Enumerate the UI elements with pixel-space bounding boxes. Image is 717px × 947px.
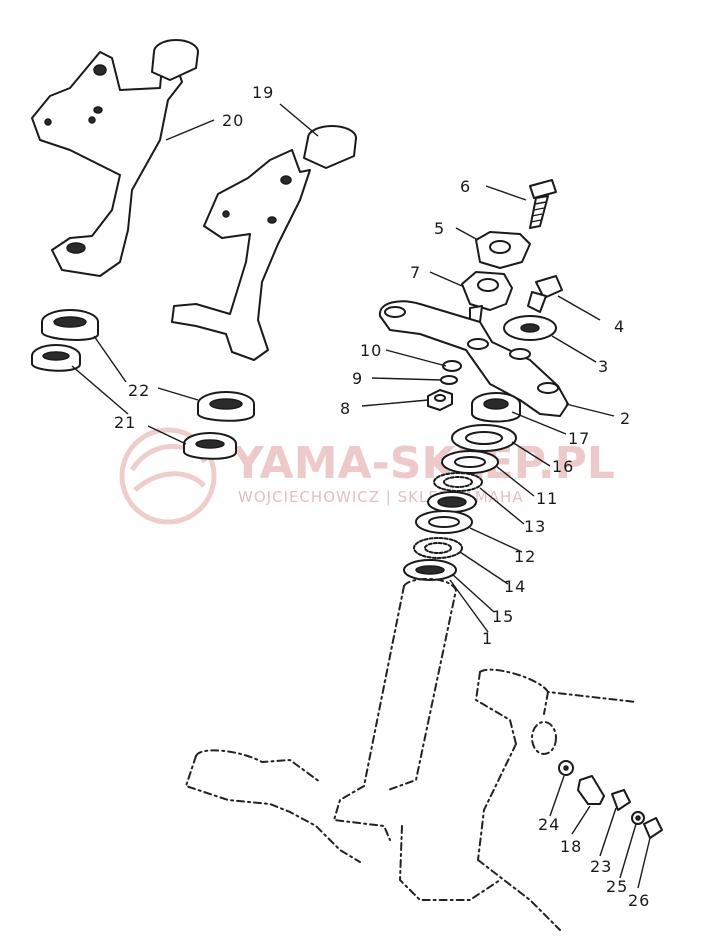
watermark-subtitle: WOJCIECHOWICZ | SKLEP YAMAHA (238, 488, 524, 506)
part-12-race (415, 510, 473, 534)
callout-13: 13 (524, 517, 546, 536)
part-19-handlebar-holder (171, 125, 357, 361)
callout-14: 14 (504, 577, 526, 596)
callout-19: 19 (252, 83, 274, 102)
part-11-race (441, 450, 499, 474)
part-16-cover (451, 424, 517, 452)
callout-9: 9 (352, 369, 363, 388)
watermark: YAMA-SKLEP.PL WOJCIECHOWICZ | SKLEP YAMA… (119, 427, 615, 525)
part-14-ball-set (413, 537, 463, 559)
callout-8: 8 (340, 399, 351, 418)
part-26-screw (643, 817, 663, 839)
callout-18: 18 (560, 837, 582, 856)
callout-labels: 19 20 6 5 7 4 3 2 10 9 8 17 16 11 13 12 … (114, 83, 650, 910)
part-21-damper-right (183, 432, 237, 460)
part-2-upper-bracket (378, 300, 569, 417)
leader-lines (71, 103, 651, 889)
callout-20: 20 (222, 111, 244, 130)
part-5-holder-upper (475, 231, 531, 269)
part-10-washer (442, 360, 462, 372)
part-9-washer (440, 375, 458, 385)
callout-23: 23 (590, 857, 612, 876)
callout-21: 21 (114, 413, 136, 432)
part-13-race (427, 491, 477, 513)
frame-outline (184, 577, 637, 931)
callout-22: 22 (128, 381, 150, 400)
part-17-ring-nut (471, 392, 521, 423)
part-4-bolt (527, 275, 563, 313)
callout-12: 12 (514, 547, 536, 566)
callout-10: 10 (360, 341, 382, 360)
callout-24: 24 (538, 815, 560, 834)
part-21-damper-left (31, 344, 81, 372)
callout-11: 11 (536, 489, 558, 508)
part-6-bolt (529, 179, 557, 229)
part-20-handlebar-holder (31, 39, 199, 277)
part-23-plate (611, 789, 631, 811)
part-8-nut (427, 389, 453, 411)
callout-5: 5 (434, 219, 445, 238)
part-7-holder-lower (461, 271, 513, 323)
callout-16: 16 (552, 457, 574, 476)
callout-3: 3 (598, 357, 609, 376)
watermark-title: YAMA-SKLEP.PL (231, 438, 615, 489)
part-24-washer (558, 760, 574, 776)
callout-1: 1 (482, 629, 493, 648)
part-13-ball-set (433, 472, 483, 492)
callout-17: 17 (568, 429, 590, 448)
part-25-washer (631, 811, 645, 825)
part-15-race (403, 559, 457, 581)
callout-26: 26 (628, 891, 650, 910)
callout-25: 25 (606, 877, 628, 896)
callout-2: 2 (620, 409, 631, 428)
callout-7: 7 (410, 263, 421, 282)
watermark-logo-icon (119, 427, 217, 525)
part-18-cap (577, 775, 605, 805)
callout-4: 4 (614, 317, 625, 336)
callout-6: 6 (460, 177, 471, 196)
part-3-washer (503, 315, 557, 341)
part-22-damper-left (41, 309, 99, 341)
part-22-damper-right (197, 391, 255, 422)
callout-15: 15 (492, 607, 514, 626)
